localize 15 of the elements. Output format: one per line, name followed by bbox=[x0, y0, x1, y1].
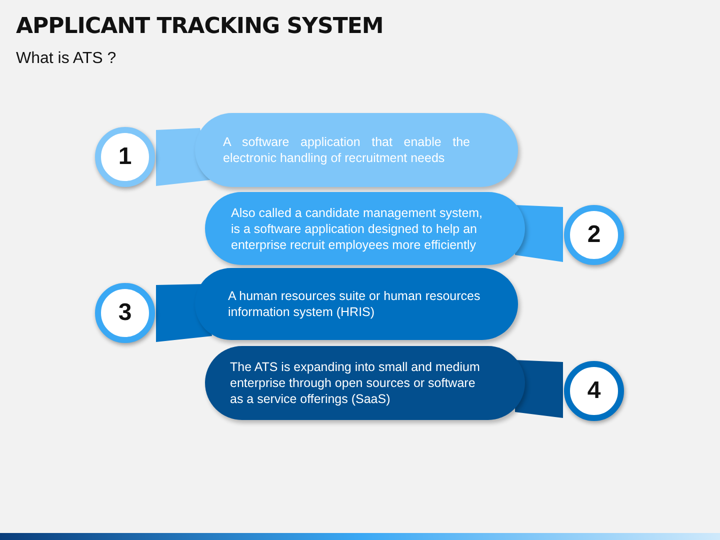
description-text: A human resources suite or human resources information system (HRIS) bbox=[228, 288, 482, 320]
number-circle bbox=[564, 205, 624, 265]
callout-bubble bbox=[205, 346, 525, 420]
step-number: 3 bbox=[118, 299, 132, 327]
step-number: 2 bbox=[587, 221, 601, 249]
step-number: 4 bbox=[587, 377, 601, 405]
description-text: The ATS is expanding into small and medium enterprise through open sources or software as a service offerings (SaaS) bbox=[230, 359, 481, 407]
description-text: Also called a candidate management system, is a software application designed to help an enterprise recruit employees more efficiently bbox=[231, 204, 484, 252]
step-number: 1 bbox=[118, 143, 132, 171]
subtitle: What is ATS ? bbox=[16, 50, 116, 68]
number-circle bbox=[95, 283, 155, 343]
number-circle bbox=[564, 361, 624, 421]
description-text: A software application that enable the electronic handling of recruitment needs bbox=[223, 134, 470, 166]
number-circle bbox=[95, 127, 155, 187]
title: APPLICANT TRACKING SYSTEM bbox=[16, 14, 384, 39]
